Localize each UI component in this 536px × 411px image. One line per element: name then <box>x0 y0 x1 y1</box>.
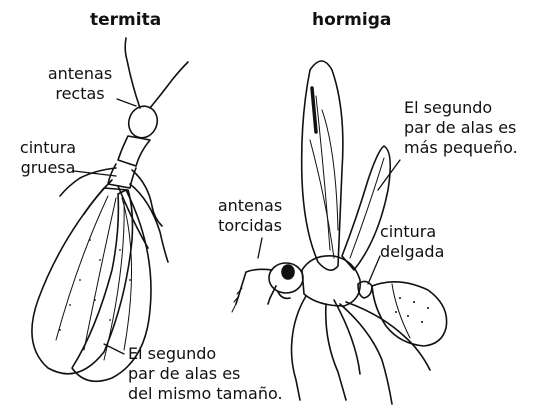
termite-waist-label: cintura gruesa <box>10 138 86 178</box>
termite-title: termita <box>90 10 161 30</box>
ant-leg <box>340 304 392 404</box>
ant-waist-label: cintura delgada <box>380 222 444 262</box>
leader-ant-waist <box>368 256 380 284</box>
leader-ant-antennae <box>258 238 262 258</box>
termite-wing-front <box>32 188 133 374</box>
ant-wings-label: El segundo par de alas es más pequeño. <box>404 98 518 158</box>
termite-wings-label: El segundo par de alas es del mismo tama… <box>128 344 283 404</box>
ant-thorax <box>302 256 360 306</box>
ant-title: hormiga <box>312 10 391 30</box>
termite-leg <box>132 170 162 226</box>
ant-antennae-label: antenas torcidas <box>208 196 292 236</box>
ant-leg <box>292 296 307 400</box>
termite-thorax <box>118 136 150 166</box>
ant-antenna <box>268 286 276 304</box>
ant-leg <box>346 302 430 370</box>
termite-antenna-right <box>150 62 188 108</box>
ant-eye <box>282 265 294 279</box>
ant-wing-front <box>302 61 343 270</box>
ant-antenna <box>236 269 272 304</box>
termite-antennae-label: antenas rectas <box>28 64 132 104</box>
